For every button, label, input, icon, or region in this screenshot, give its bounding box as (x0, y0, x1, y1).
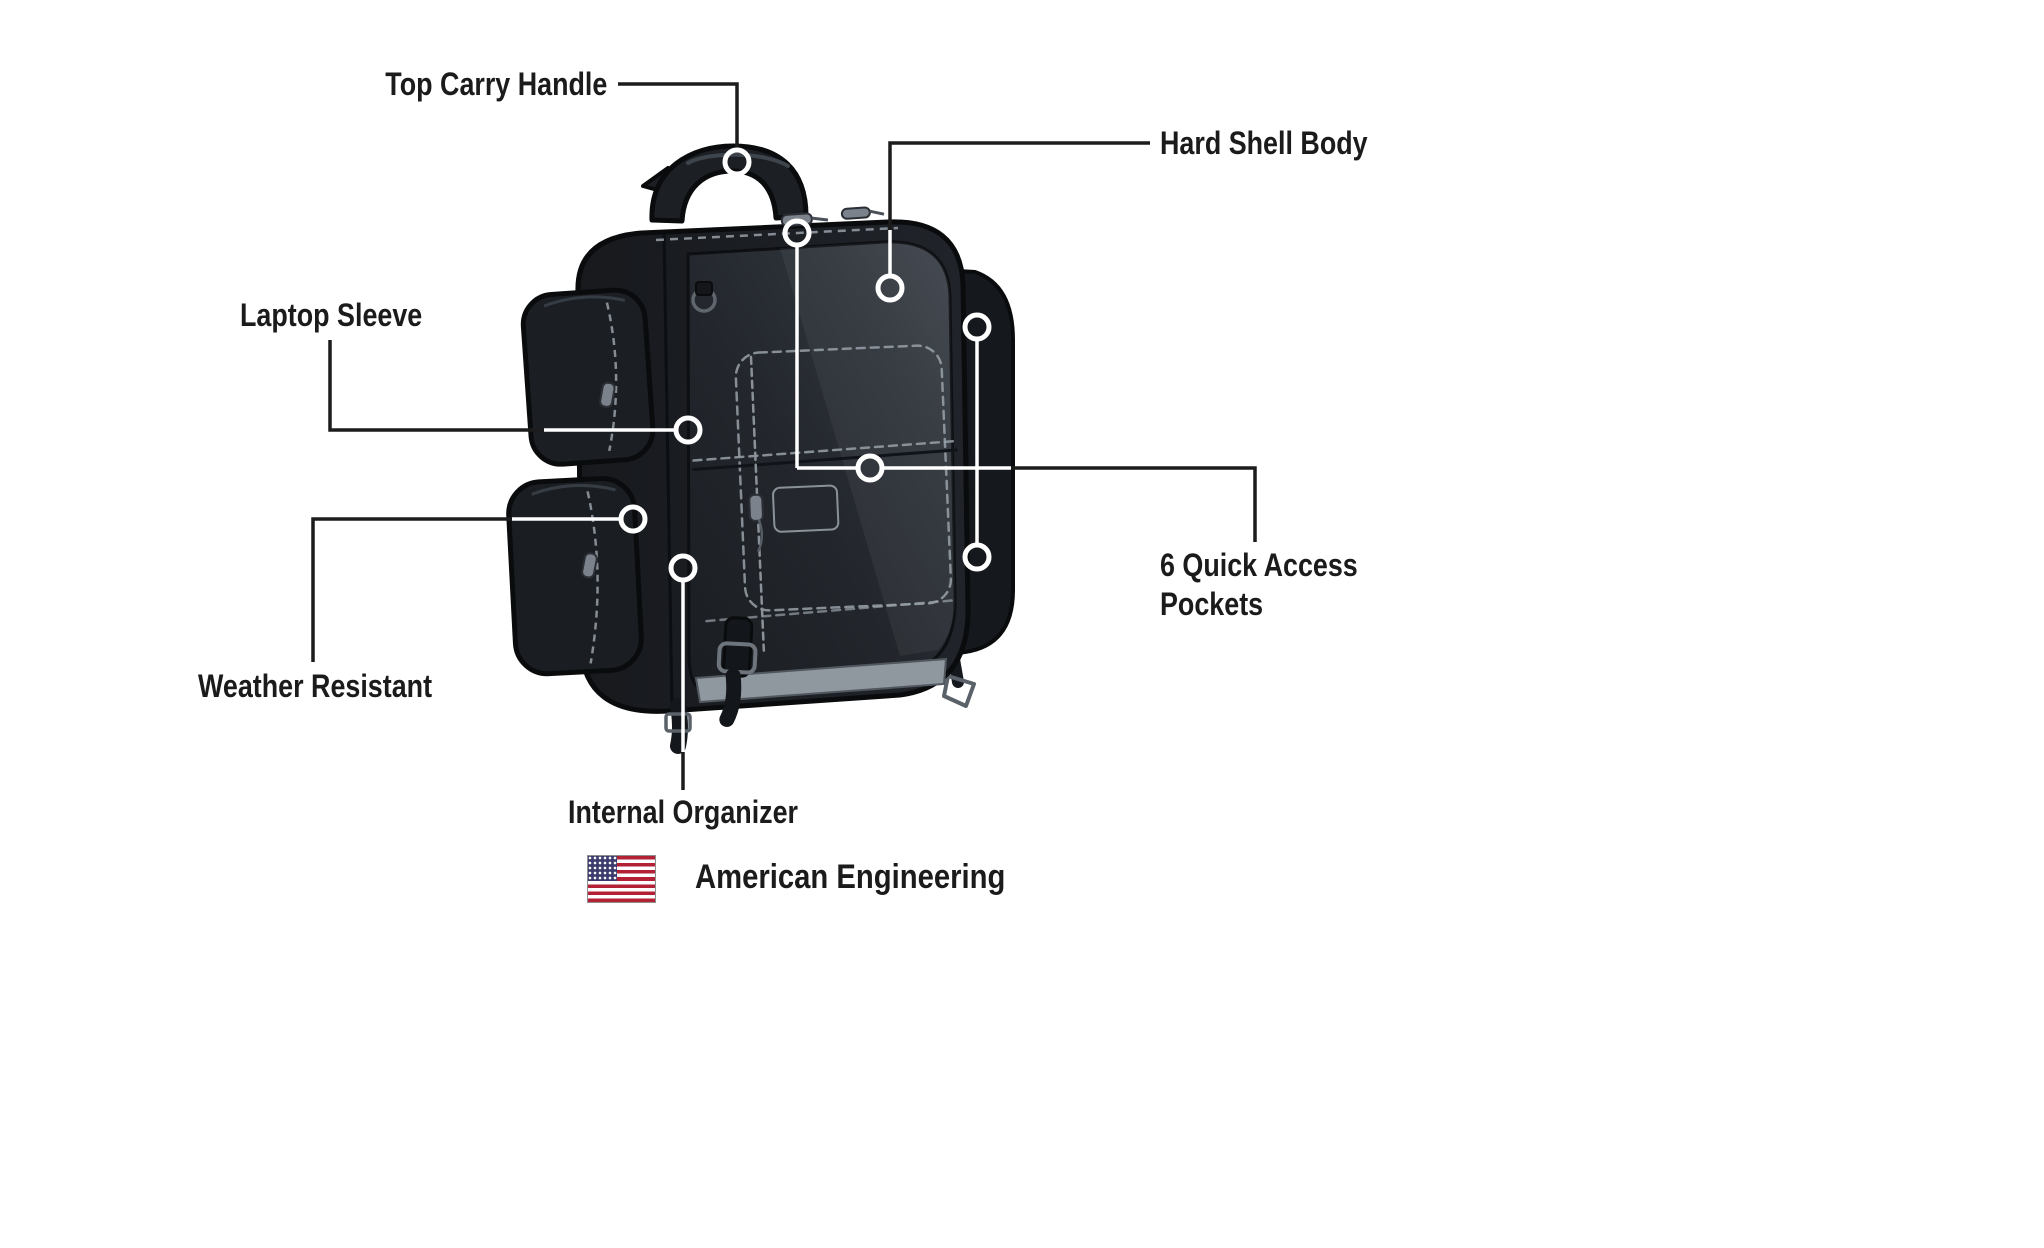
american-engineering-label: American Engineering (695, 858, 1006, 896)
callout-label-quick-access-pockets: 6 Quick Access Pockets (1160, 547, 1358, 623)
callout-lines-on-bag (512, 230, 1011, 752)
bottom-left-strap (664, 698, 692, 754)
callout-lines-outside (311, 82, 1257, 790)
callout-marker-top-carry-handle (722, 147, 752, 177)
backpack-illustration (506, 143, 1015, 754)
side-pouch-lower (506, 476, 644, 677)
callout-label-laptop-sleeve: Laptop Sleeve (240, 297, 423, 333)
callout-marker-weather-resistant (618, 504, 648, 534)
front-panel (686, 240, 958, 692)
side-pouch-upper (520, 287, 656, 467)
us-flag-icon (588, 856, 655, 902)
callout-marker-pocket-top (782, 218, 812, 248)
left-seam (662, 233, 674, 709)
bottom-trim (694, 657, 948, 704)
flag-canton (588, 856, 617, 881)
callout-label-top-carry-handle: Top Carry Handle (384, 66, 607, 102)
callout-marker-pocket-side-upper (962, 312, 992, 342)
callout-marker-internal-organizer (668, 553, 698, 583)
callout-marker-laptop-sleeve (673, 415, 703, 445)
callout-label-weather-resistant: Weather Resistant (198, 668, 433, 704)
callout-label-internal-organizer: Internal Organizer (567, 794, 799, 830)
callout-marker-pocket-front (855, 453, 885, 483)
bottom-buckle-strap (716, 616, 758, 727)
callout-label-hard-shell-body: Hard Shell Body (1160, 125, 1368, 161)
carry-handle (641, 143, 809, 224)
callout-marker-pocket-side-lower (962, 542, 992, 572)
callout-marker-hard-shell-body (875, 273, 905, 303)
